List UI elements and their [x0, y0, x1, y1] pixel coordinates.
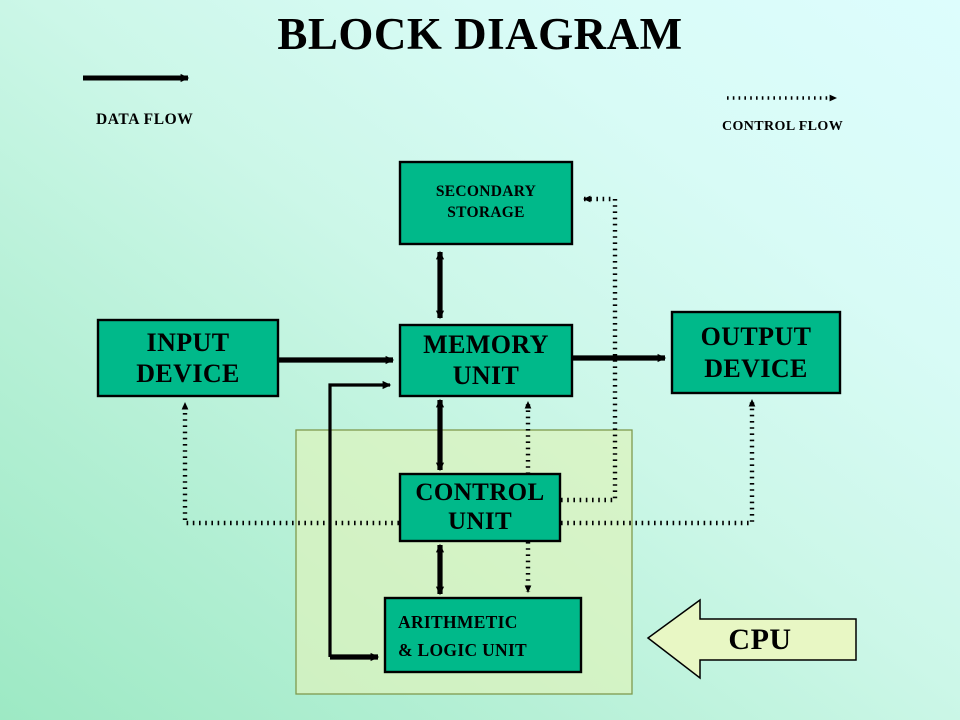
- block-output-device[interactable]: [670, 310, 842, 395]
- block-control-unit[interactable]: [398, 472, 562, 543]
- cpu-callout-arrow[interactable]: [646, 598, 857, 680]
- block-input-device[interactable]: [96, 318, 280, 398]
- block-secondary-storage[interactable]: [398, 160, 574, 246]
- block-arithmetic-logic-unit[interactable]: [383, 596, 583, 674]
- flow-alu-memory-bus: [328, 380, 392, 657]
- control-controlunit-output: [561, 398, 756, 526]
- block-memory-unit[interactable]: [398, 323, 574, 398]
